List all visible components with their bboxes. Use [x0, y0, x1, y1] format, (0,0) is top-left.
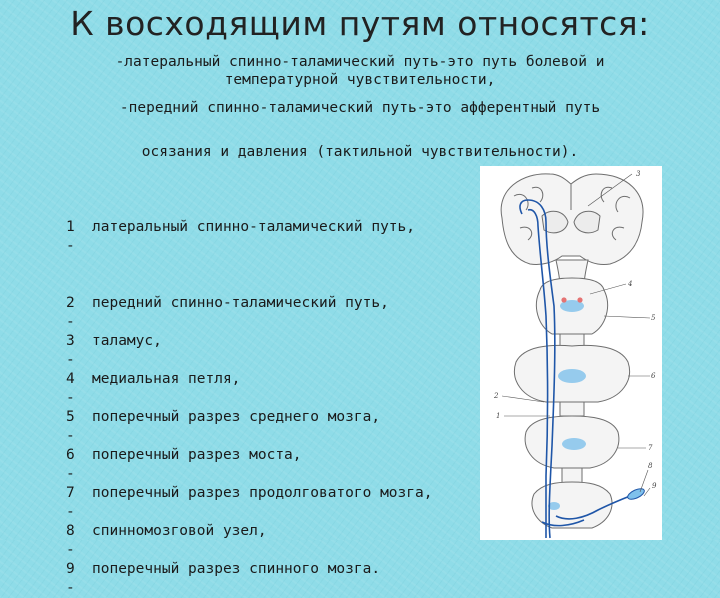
- legend-number: 2 -: [66, 294, 92, 332]
- legend-text: спинномозговой узел,: [92, 522, 476, 560]
- intro-line-1: -латеральный спинно-таламический путь-эт…: [40, 53, 680, 71]
- legend-number: 6 -: [66, 446, 92, 484]
- legend-number: 3 -: [66, 332, 92, 370]
- figure-number-7: 7: [648, 444, 653, 452]
- legend-item-6: 6 - поперечный разрез моста,: [66, 446, 476, 484]
- figure-number-4: 4: [627, 280, 632, 288]
- figure-number-5: 5: [651, 314, 656, 322]
- legend-number: 7 -: [66, 484, 92, 522]
- legend-text: передний спинно-таламический путь,: [92, 294, 476, 332]
- legend-item-7: 7 - поперечный разрез продолговатого моз…: [66, 484, 476, 522]
- legend-number: 4 -: [66, 370, 92, 408]
- legend-text: поперечный разрез спинного мозга.: [92, 560, 476, 598]
- legend-item-3: 3 - таламус,: [66, 332, 476, 370]
- legend-item-4: 4 - медиальная петля,: [66, 370, 476, 408]
- figure-number-3: 3: [636, 170, 641, 178]
- legend-text: поперечный разрез моста,: [92, 446, 476, 484]
- figure-number-1: 1: [496, 412, 500, 420]
- legend-text: латеральный спинно-таламический путь,: [92, 218, 476, 256]
- legend-item-5: 5 - поперечный разрез среднего мозга,: [66, 408, 476, 446]
- spinal-ganglion: [626, 487, 646, 502]
- intro-line-2: температурной чувствительности,: [40, 71, 680, 89]
- legend-item-9: 9 - поперечный разрез спинного мозга.: [66, 560, 476, 598]
- figure-number-9: 9: [652, 482, 657, 490]
- pathway-diagram: 3 4 5 6 2 1 7 8 9: [480, 166, 662, 540]
- legend-item-2: 2 - передний спинно-таламический путь,: [66, 294, 476, 332]
- legend-number: 5 -: [66, 408, 92, 446]
- slide-title: К восходящим путям относятся:: [0, 4, 720, 43]
- brain-section: [501, 174, 643, 265]
- figure-number-2: 2: [493, 392, 499, 400]
- legend-number: 8 -: [66, 522, 92, 560]
- intro-line-3: -передний спинно-таламический путь-это а…: [40, 99, 680, 117]
- figure-number-6: 6: [651, 372, 656, 380]
- legend-item-8: 8 - спинномозговой узел,: [66, 522, 476, 560]
- legend-item-1: 1 - латеральный спинно-таламический путь…: [66, 218, 476, 256]
- legend-text: поперечный разрез среднего мозга,: [92, 408, 476, 446]
- legend-text: таламус,: [92, 332, 476, 370]
- legend-number: 9 -: [66, 560, 92, 598]
- legend-text: медиальная петля,: [92, 370, 476, 408]
- legend-list: 1 - латеральный спинно-таламический путь…: [66, 218, 476, 598]
- spinothalamic-pathway-figure: 3 4 5 6 2 1 7 8 9: [480, 166, 662, 540]
- legend-number: 1 -: [66, 218, 92, 256]
- intro-line-4: осязания и давления (тактильной чувствит…: [40, 143, 680, 161]
- legend-text: поперечный разрез продолговатого мозга,: [92, 484, 476, 522]
- figure-number-8: 8: [648, 462, 653, 470]
